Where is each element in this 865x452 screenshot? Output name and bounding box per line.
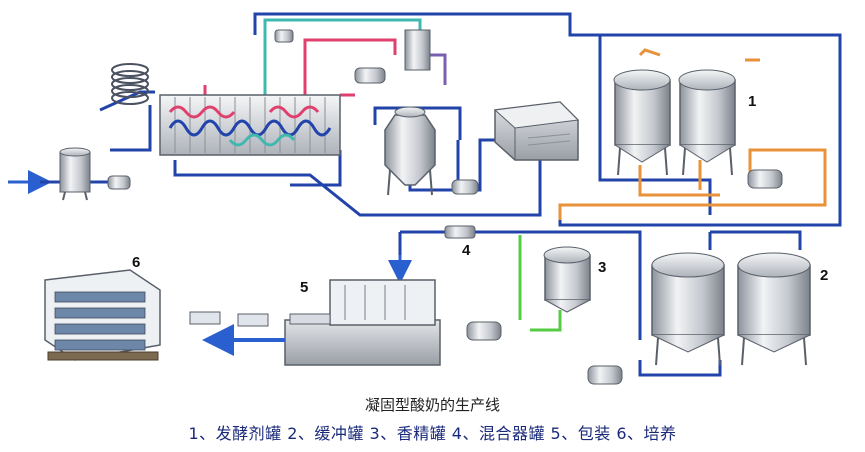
packaged-cups [189, 311, 269, 327]
purple-pipeline [430, 53, 447, 85]
label-flavour-tank: 3 [598, 259, 606, 276]
diagram-legend: 1、发酵剂罐 2、缓冲罐 3、香精罐 4、混合器罐 5、包装 6、培养 [188, 424, 677, 443]
small-pump-top [274, 29, 294, 43]
label-buffer-tanks: 2 [820, 267, 828, 284]
incubation-pallet [44, 269, 161, 361]
feed-pump [107, 175, 131, 190]
inline-mixer [444, 225, 476, 239]
balance-tank [59, 147, 91, 201]
homogenizer [493, 101, 580, 161]
starter-pump [747, 169, 783, 189]
buffer-pump [587, 365, 623, 385]
starter-tank-a [613, 69, 671, 176]
plate-heat-exchanger [159, 94, 341, 156]
label-filling: 5 [300, 279, 308, 296]
buffer-tank-b [737, 252, 811, 366]
deaerator-vessel [384, 106, 436, 196]
condenser [404, 29, 431, 71]
label-incubation: 6 [132, 254, 140, 271]
flavour-tank [543, 246, 591, 313]
filling-machine [284, 279, 441, 366]
vacuum-pump [354, 67, 386, 84]
starter-tank-b [678, 69, 736, 176]
label-starter-tanks: 1 [748, 93, 756, 110]
flavour-pump [466, 321, 502, 341]
buffer-tank-a [651, 252, 725, 366]
cooling-coil [111, 63, 149, 105]
label-mixer: 4 [462, 242, 471, 259]
diagram-title: 凝固型酸奶的生产线 [364, 396, 500, 414]
orange-pipeline [558, 48, 827, 220]
green-pipeline [518, 235, 562, 332]
product-pump [451, 179, 479, 195]
